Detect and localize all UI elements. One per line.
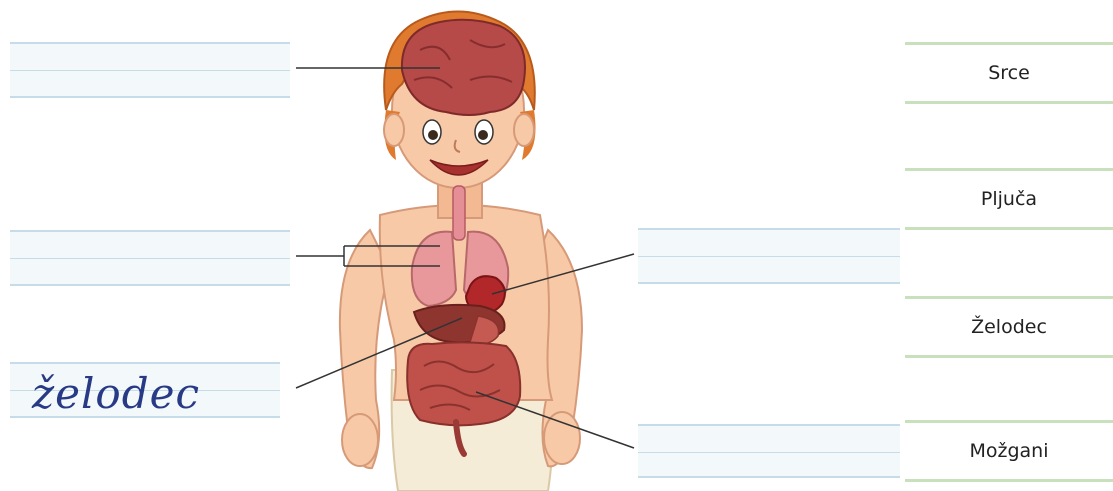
trachea-organ: [453, 186, 465, 240]
